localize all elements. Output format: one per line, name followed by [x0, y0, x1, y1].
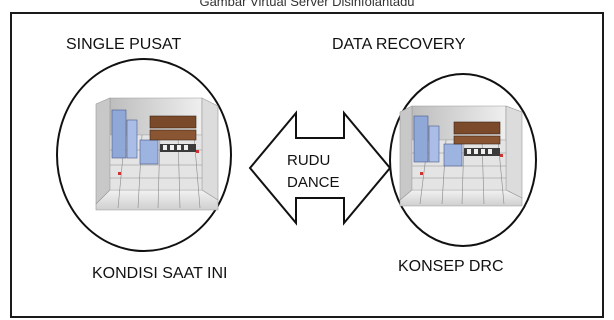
right-site-bottom-label: KONSEP DRC [398, 258, 504, 275]
arrow-label: RUDU DANCE [287, 150, 340, 194]
redundancy-double-arrow [248, 110, 392, 226]
arrow-label-line1: RUDU [287, 152, 331, 169]
left-server-room-illustration [95, 97, 219, 211]
left-site-ellipse [56, 58, 232, 252]
right-site-top-label: DATA RECOVERY [332, 36, 466, 53]
left-site-bottom-label: KONDISI SAAT INI [92, 265, 228, 282]
arrow-label-line2: DANCE [287, 174, 340, 191]
left-site-top-label: SINGLE PUSAT [66, 36, 182, 53]
diagram-frame [10, 12, 604, 318]
right-site-ellipse [389, 73, 537, 247]
figure-caption: Gambar Virtual Server Disinfolahtadu [199, 0, 415, 9]
right-server-room-illustration [399, 105, 523, 207]
